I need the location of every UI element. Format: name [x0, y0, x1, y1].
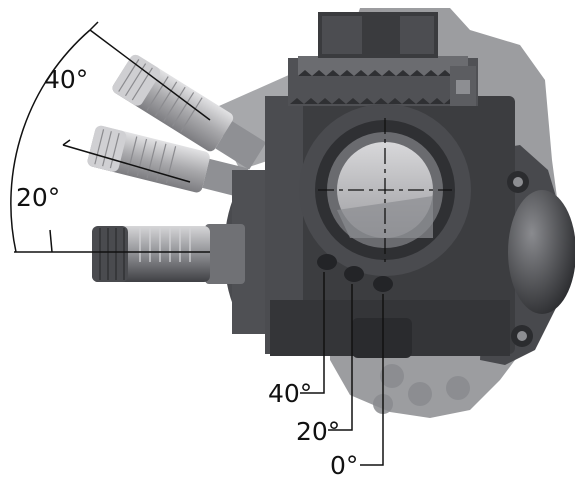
gearbox-housing [224, 12, 575, 414]
bore-crosshair [318, 118, 452, 262]
callout-label-40: 40° [268, 379, 312, 408]
angle-label-20: 20° [16, 183, 60, 212]
angle-label-40: 40° [44, 65, 88, 94]
angle-arc [10, 29, 91, 253]
detent-holes [317, 254, 393, 292]
output-shaft-0 [92, 224, 245, 284]
rack-teeth [290, 70, 472, 104]
callout-leaders [300, 272, 384, 466]
callout-label-20: 20° [296, 417, 340, 446]
angle-annotation [10, 21, 211, 253]
ghost-shaft-40 [112, 54, 267, 170]
callout-label-0: 0° [330, 451, 358, 478]
